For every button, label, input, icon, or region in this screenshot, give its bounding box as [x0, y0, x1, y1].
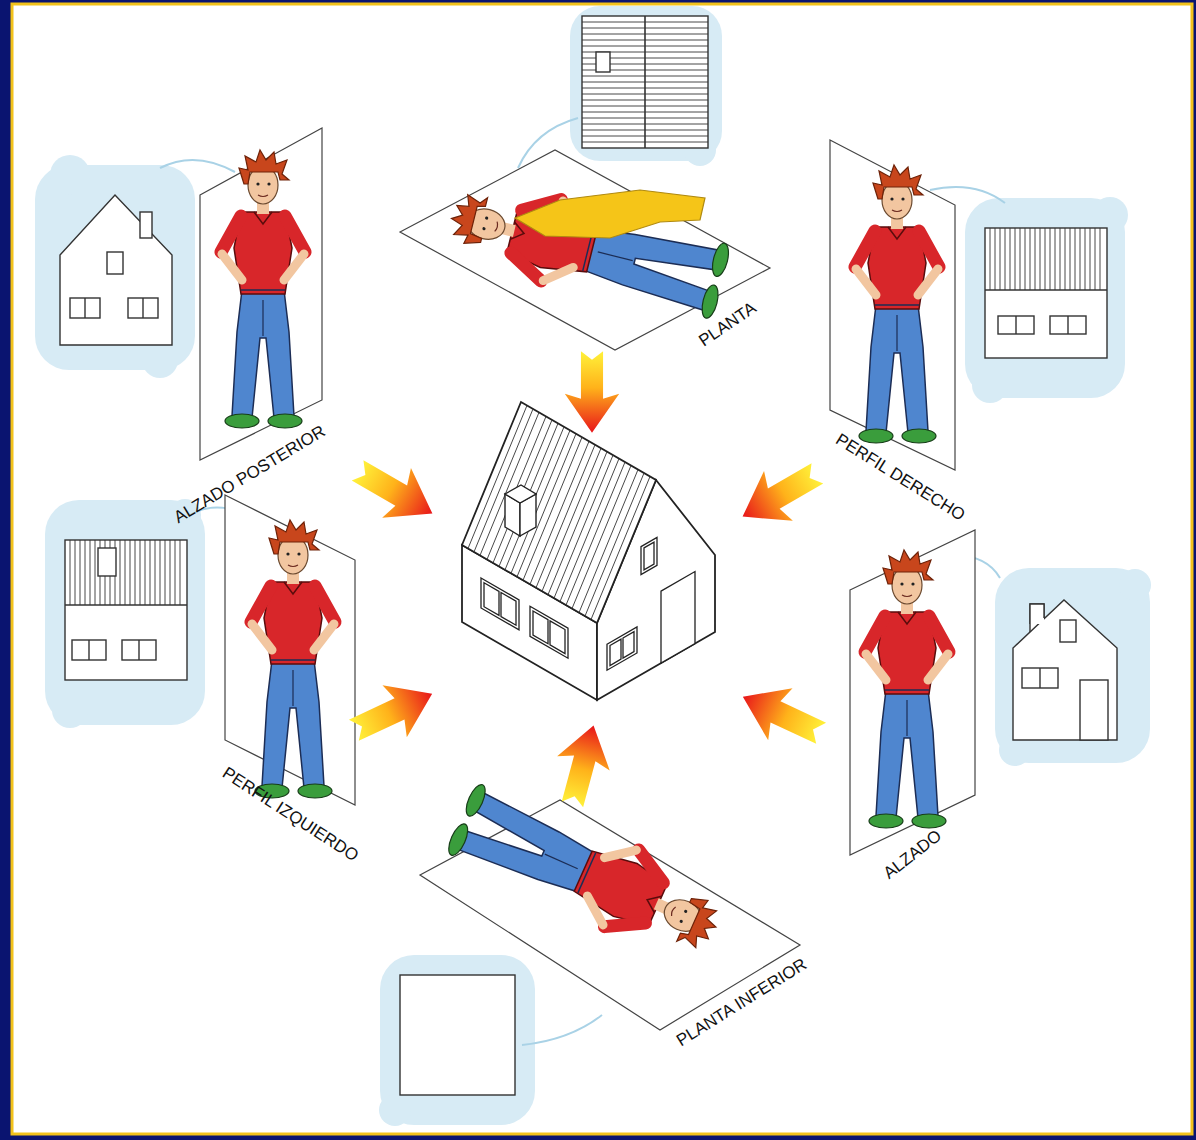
view-label: ALZADO POSTERIOR [168, 420, 332, 530]
view-label: PLANTA INFERIOR [670, 953, 813, 1053]
cloud-tails [160, 118, 1005, 1045]
view-label: PERFIL IZQUIERDO [216, 762, 365, 869]
view-label: PLANTA [693, 297, 763, 354]
view-drawings [60, 16, 1117, 1095]
projection-planes [200, 128, 975, 1030]
view-label: ALZADO [877, 824, 948, 886]
view-arrows [342, 351, 834, 811]
house [462, 402, 715, 700]
view-label: PERFIL DERECHO [829, 428, 971, 527]
thought-clouds [35, 6, 1151, 1126]
panel [12, 4, 1192, 1134]
